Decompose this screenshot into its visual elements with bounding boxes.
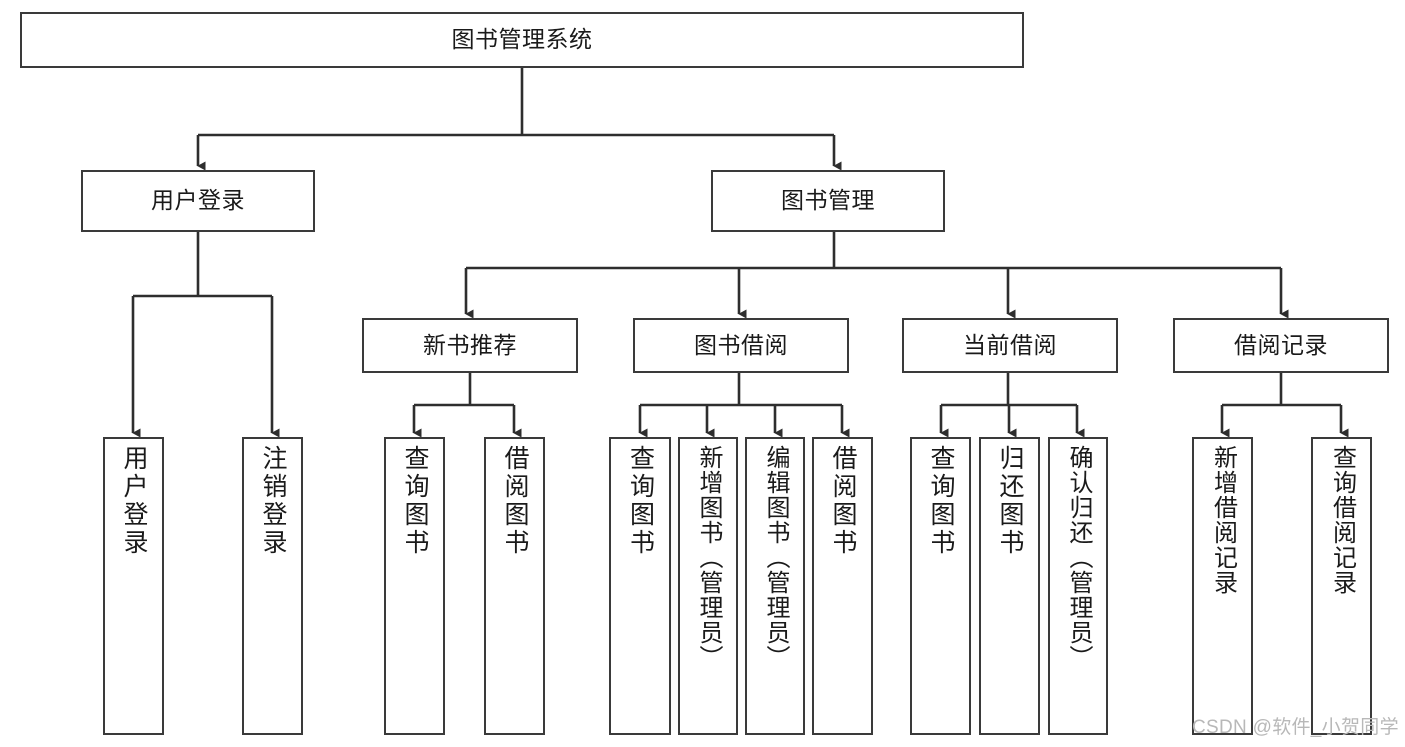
leaf-borrow-book-1-label: 借阅图书 [501,445,529,557]
leaf-add-record-label: 新增借阅记录 [1209,445,1237,595]
leaf-query-book-2[interactable]: 查询图书 [609,437,671,735]
node-new-book-recommend-label: 新书推荐 [423,331,517,358]
leaf-logout-login-label: 注销登录 [259,445,287,557]
node-user-login[interactable]: 用户登录 [81,170,315,232]
node-borrow-record[interactable]: 借阅记录 [1173,318,1389,373]
leaf-query-book-1-label: 查询图书 [401,445,429,557]
leaf-user-login-label: 用户登录 [120,445,148,557]
leaf-confirm-return-label: 确认归还（管理员） [1065,445,1092,670]
leaf-return-book[interactable]: 归还图书 [979,437,1040,735]
node-current-borrow[interactable]: 当前借阅 [902,318,1118,373]
leaf-add-book-label: 新增图书（管理员） [695,445,722,670]
leaf-borrow-book-1[interactable]: 借阅图书 [484,437,545,735]
leaf-return-book-label: 归还图书 [996,445,1024,557]
leaf-query-book-3-label: 查询图书 [927,445,955,557]
leaf-borrow-book-2-label: 借阅图书 [829,445,857,557]
leaf-add-book[interactable]: 新增图书（管理员） [678,437,738,735]
leaf-query-book-2-label: 查询图书 [626,445,655,557]
node-book-borrow[interactable]: 图书借阅 [633,318,849,373]
node-book-borrow-label: 图书借阅 [694,331,788,358]
node-current-borrow-label: 当前借阅 [963,331,1057,358]
node-root[interactable]: 图书管理系统 [20,12,1024,68]
node-user-login-label: 用户登录 [151,187,245,214]
node-borrow-record-label: 借阅记录 [1234,331,1328,358]
leaf-logout-login[interactable]: 注销登录 [242,437,303,735]
leaf-confirm-return[interactable]: 确认归还（管理员） [1048,437,1108,735]
leaf-query-book-1[interactable]: 查询图书 [384,437,445,735]
node-root-label: 图书管理系统 [451,26,593,53]
leaf-add-record[interactable]: 新增借阅记录 [1192,437,1253,735]
leaf-edit-book-label: 编辑图书（管理员） [762,445,789,670]
leaf-query-record[interactable]: 查询借阅记录 [1311,437,1372,735]
node-book-management-label: 图书管理 [781,187,875,214]
node-new-book-recommend[interactable]: 新书推荐 [362,318,578,373]
csdn-watermark: CSDN @软件_小贺同学 [1192,717,1399,738]
node-book-management[interactable]: 图书管理 [711,170,945,232]
leaf-user-login[interactable]: 用户登录 [103,437,164,735]
leaf-query-record-label: 查询借阅记录 [1328,445,1356,595]
leaf-edit-book[interactable]: 编辑图书（管理员） [745,437,805,735]
leaf-query-book-3[interactable]: 查询图书 [910,437,971,735]
leaf-borrow-book-2[interactable]: 借阅图书 [812,437,873,735]
